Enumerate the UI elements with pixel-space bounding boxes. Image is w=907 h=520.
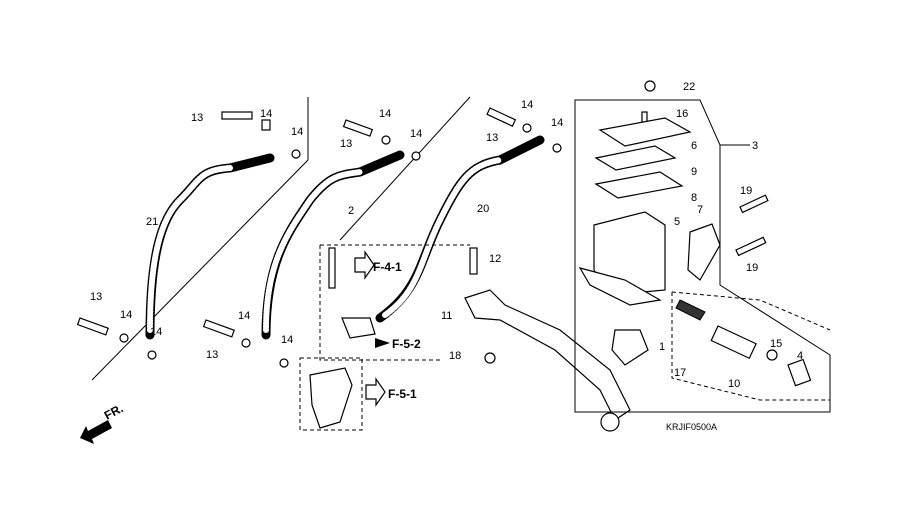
svg-text:8: 8 (691, 192, 697, 204)
reference-arrow-icon (354, 250, 375, 280)
svg-text:14: 14 (260, 108, 272, 120)
svg-text:17: 17 (674, 367, 686, 379)
svg-text:19: 19 (740, 185, 752, 197)
svg-text:21: 21 (146, 216, 158, 228)
svg-text:14: 14 (150, 326, 162, 338)
front-direction-arrow-icon (80, 420, 112, 444)
svg-text:5: 5 (674, 216, 680, 228)
svg-text:14: 14 (379, 108, 391, 120)
svg-text:14: 14 (120, 309, 132, 321)
svg-text:18: 18 (449, 350, 461, 362)
svg-text:14: 14 (238, 310, 250, 322)
brake-hose-20 (375, 135, 545, 323)
svg-text:13: 13 (90, 291, 102, 303)
divider (339, 96, 471, 241)
svg-text:19: 19 (746, 262, 758, 274)
svg-text:14: 14 (410, 128, 422, 140)
svg-text:7: 7 (697, 204, 703, 216)
brake-hose-21 (145, 153, 275, 340)
svg-text:13: 13 (191, 112, 203, 124)
svg-text:16: 16 (676, 108, 688, 120)
reference-arrow-icon (365, 377, 386, 407)
divider (91, 159, 309, 381)
reference-f-5-1[interactable]: F-5-1 (388, 387, 417, 401)
diagram-code: KRJIF0500A (666, 422, 717, 432)
svg-text:13: 13 (486, 132, 498, 144)
svg-text:14: 14 (551, 117, 563, 129)
svg-text:10: 10 (728, 378, 740, 390)
svg-text:13: 13 (206, 349, 218, 361)
svg-text:15: 15 (770, 338, 782, 350)
hose-joint (341, 317, 376, 339)
svg-text:2: 2 (348, 205, 354, 217)
bolt-icon (76, 80, 769, 368)
svg-text:1: 1 (659, 341, 665, 353)
callout-labels: 22 16 6 3 9 8 5 7 19 19 12 11 18 1 17 10… (90, 81, 803, 390)
svg-text:20: 20 (477, 203, 489, 215)
svg-text:11: 11 (441, 310, 452, 322)
reference-box (319, 244, 470, 361)
master-cylinder (578, 117, 812, 387)
svg-text:12: 12 (489, 253, 501, 265)
reference-f-4-1[interactable]: F-4-1 (373, 260, 402, 274)
svg-text:22: 22 (683, 81, 695, 93)
reference-f-5-2[interactable]: F-5-2 (392, 337, 421, 351)
svg-text:14: 14 (291, 126, 303, 138)
svg-text:13: 13 (340, 138, 352, 150)
svg-text:14: 14 (281, 334, 293, 346)
brake-lever (464, 289, 631, 421)
brake-caliper (309, 367, 353, 429)
svg-text:3: 3 (752, 140, 758, 152)
direction-label: FR. (102, 401, 126, 422)
svg-text:9: 9 (691, 166, 697, 178)
svg-text:14: 14 (521, 99, 533, 111)
svg-text:6: 6 (691, 140, 697, 152)
svg-text:4: 4 (797, 350, 803, 362)
assembly-box (574, 99, 831, 413)
